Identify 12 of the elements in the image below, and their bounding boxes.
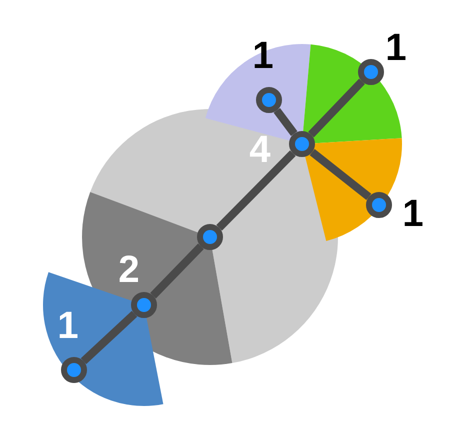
tree-node-dot <box>358 59 384 85</box>
count-label: 1 <box>402 195 424 233</box>
count-label: 1 <box>57 307 79 345</box>
tree-edge <box>310 148 372 200</box>
tree-edge <box>308 78 365 138</box>
tree-edge <box>216 150 296 231</box>
tree-edge <box>274 108 298 136</box>
tree-edge <box>150 244 204 298</box>
count-label: 1 <box>385 29 407 67</box>
count-label: 2 <box>118 251 140 289</box>
tree-edge <box>80 310 138 364</box>
count-label: 1 <box>252 37 274 75</box>
